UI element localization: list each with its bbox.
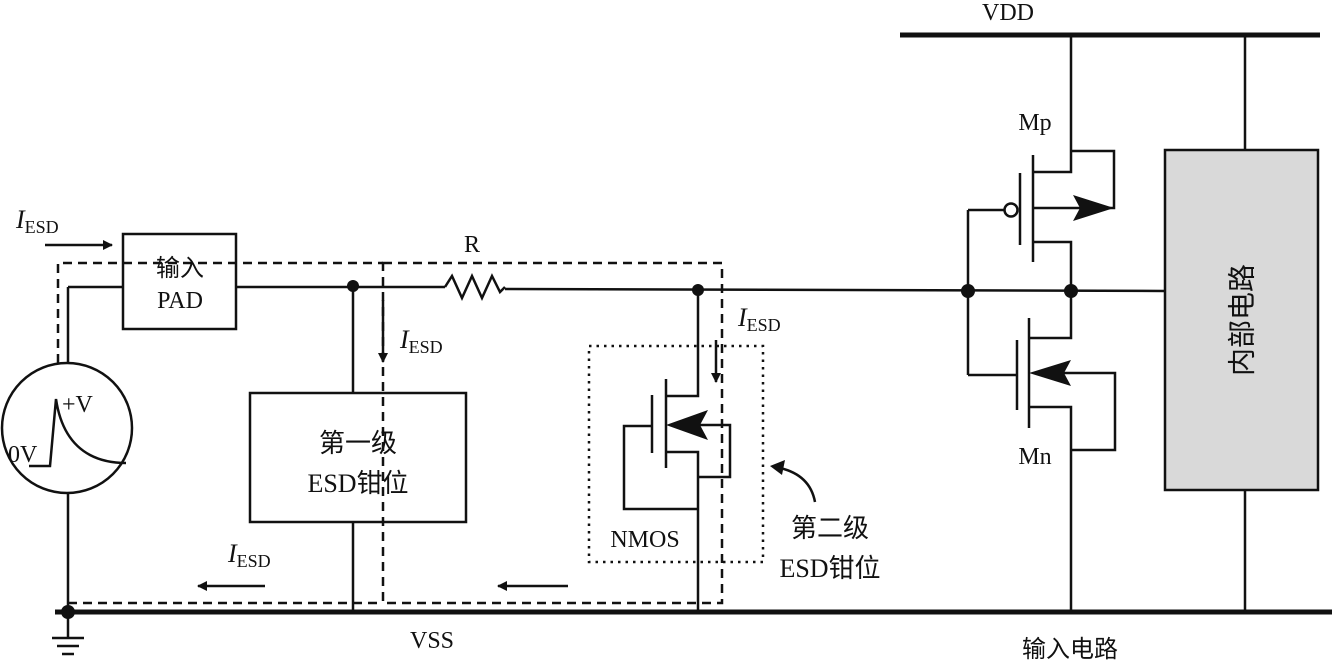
pad-label-2: PAD: [157, 288, 203, 314]
curved-pointer-arrow: [779, 466, 817, 503]
resistor-label: R: [464, 232, 480, 258]
nmos-clamp-transistor: [622, 290, 732, 612]
iesd-label: IESD: [15, 205, 59, 237]
nmos-label: NMOS: [610, 527, 679, 553]
iesd-label: IESD: [227, 539, 271, 571]
cmos-inverter: [966, 35, 1117, 612]
input-pad-box: [121, 232, 238, 331]
nmos-inv-label: Mn: [1018, 444, 1051, 470]
source-low-label: 0V: [8, 442, 38, 468]
vss-label: VSS: [410, 628, 454, 654]
esd-current-path-2: [381, 261, 724, 605]
esd-current-path-1: [56, 261, 383, 363]
stage2-label-1: 第二级: [791, 514, 869, 543]
source-high-label: +V: [62, 392, 94, 418]
stage1-label-1: 第一级: [319, 429, 397, 458]
resistor: [443, 272, 506, 302]
internal-circuit-box: [1163, 148, 1320, 492]
input-circuit-caption: 输入电路: [1022, 636, 1118, 663]
internal-circuit-label: 内部电路: [1226, 264, 1258, 376]
stage1-label-2: ESD钳位: [307, 469, 408, 498]
iesd-label: IESD: [399, 325, 443, 357]
pmos-label: Mp: [1018, 110, 1051, 136]
esd-pulse-source: [0, 285, 134, 612]
pad-label-1: 输入: [156, 255, 204, 282]
stage1-clamp-box: [248, 391, 468, 524]
stage2-label-2: ESD钳位: [779, 554, 880, 583]
vdd-label: VDD: [982, 0, 1034, 26]
iesd-label: IESD: [737, 303, 781, 335]
